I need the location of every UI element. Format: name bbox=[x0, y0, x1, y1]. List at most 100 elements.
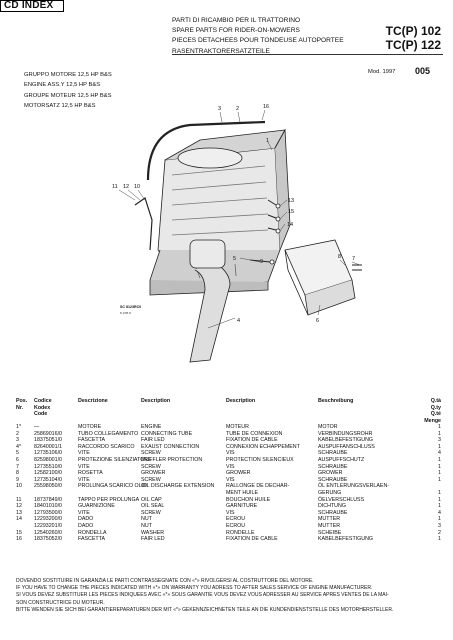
callout-4: 4 bbox=[237, 318, 240, 324]
cell-code: 18401010/0 bbox=[34, 503, 62, 510]
cell-qty: 1 bbox=[438, 430, 441, 437]
model-names: TC(P) 102 TC(P) 122 bbox=[386, 24, 441, 52]
cell-qty: 1 bbox=[438, 456, 441, 463]
cell-pos: 6 bbox=[16, 456, 19, 463]
cell-fr: TUBE DE CONNEXION bbox=[226, 430, 283, 437]
cell-qty: 1 bbox=[438, 489, 441, 496]
cell-de: SCHRAUBE bbox=[318, 450, 348, 457]
cell-it: FASCETTA bbox=[78, 437, 105, 444]
callout-6: 6 bbox=[316, 318, 319, 324]
group-line-en: ENGINE ASS.Y 12,5 HP B&S bbox=[24, 82, 101, 89]
group-line-it: GRUPPO MOTORE 12,5 HP B&S bbox=[24, 72, 112, 78]
group-line-fr: GROUPE MOTEUR 12,5 HP B&S bbox=[24, 92, 112, 99]
cell-fr: VIS bbox=[226, 476, 235, 483]
breather-hose bbox=[146, 120, 266, 181]
footnote-line-fr: SI VOUS DEVEZ SUBSTITUER LES PIECES INDI… bbox=[16, 592, 389, 599]
cell-pos: 12 bbox=[16, 503, 22, 510]
cell-en: SCREW bbox=[141, 476, 161, 483]
cell-code: 12293200/0 bbox=[34, 516, 62, 523]
header-pos: Pos. Nr. bbox=[16, 398, 28, 411]
cell-en: OIL DISCHARGE EXTENSION bbox=[141, 483, 215, 490]
cell-code: 12735510/0 bbox=[34, 463, 62, 470]
callout-16: 16 bbox=[263, 104, 269, 110]
cell-it: RACCORDO SCARICO bbox=[78, 443, 135, 450]
cell-de: KABELBEFESTIGUNG bbox=[318, 437, 374, 444]
cell-it: DADO bbox=[78, 522, 94, 529]
header-qty: Q.tà Q.ty Q.té Menge bbox=[424, 398, 441, 424]
cell-en: NUT bbox=[141, 522, 152, 529]
cell-de: SCHEIBE bbox=[318, 529, 342, 536]
cell-code: 82640001/1 bbox=[34, 443, 62, 450]
cell-fr: ECROU bbox=[226, 522, 246, 529]
cell-fr: ECROU bbox=[226, 516, 246, 523]
cell-it: RONDELLA bbox=[78, 529, 107, 536]
cell-fr: VIS bbox=[226, 509, 235, 516]
cell-fr: GROWER bbox=[226, 470, 251, 477]
cell-it: VITE bbox=[78, 476, 90, 483]
cell-fr: FIXATION DE CABLE bbox=[226, 437, 278, 444]
cell-de: ÖELVERSCHLUSS bbox=[318, 496, 365, 503]
cell-code: 12735106/0 bbox=[34, 450, 62, 457]
header-code: Codice Kodex Code bbox=[34, 398, 52, 418]
cell-en: ENGINE bbox=[141, 424, 162, 430]
cell-fr: RALLONGE DE DECHAR- bbox=[226, 483, 290, 490]
model-name-2: TC(P) 122 bbox=[385, 38, 441, 52]
callout-13: 13 bbox=[288, 198, 294, 204]
cell-it: MOTORE bbox=[78, 424, 102, 430]
title-line-de: RASENTRAKTORERSATZTEILE bbox=[172, 47, 270, 55]
cell-qty: 1 bbox=[438, 470, 441, 477]
cell-qty: 4 bbox=[438, 450, 441, 457]
cell-it: ROSETTA bbox=[78, 470, 103, 477]
cell-en: SCREW bbox=[141, 463, 161, 470]
cell-pos: 3 bbox=[16, 437, 19, 444]
cell-it: TAPPO PER PROLUNGA bbox=[78, 496, 140, 503]
cell-fr: BOUCHON HUILE bbox=[226, 496, 271, 503]
cell-de: AUSPUFFSCHUTZ bbox=[318, 456, 365, 463]
cell-it: VITE bbox=[78, 463, 90, 470]
cell-de: GROWER bbox=[318, 470, 343, 477]
cd-index-button[interactable]: CD INDEX bbox=[0, 0, 64, 12]
title-line-en: SPARE PARTS FOR RIDER-ON-MOWERS bbox=[172, 27, 300, 35]
cell-code: 12540260/0 bbox=[34, 529, 62, 536]
callout-15: 15 bbox=[288, 209, 294, 215]
cell-pos: 14 bbox=[16, 516, 22, 523]
cell-de: VERBINDUNGSROHR bbox=[318, 430, 373, 437]
cell-qty: 1 bbox=[438, 424, 441, 430]
header-descr-de: Beschreibung bbox=[318, 398, 354, 404]
footnote-line-en: IF YOU HAVE TO CHANGE THE PIECES INDICAT… bbox=[16, 585, 373, 592]
cell-de: ÖL ENTLERUNGSVERLAEN- bbox=[318, 483, 390, 490]
cell-code: 18375052/0 bbox=[34, 536, 62, 543]
callout-12: 12 bbox=[123, 184, 129, 190]
cell-it: TUBO COLLEGAMENTO bbox=[78, 430, 139, 437]
cell-qty: 4 bbox=[438, 509, 441, 516]
cell-pos: 7 bbox=[16, 463, 19, 470]
drawing-stamp-sub: 8 1/95 8 bbox=[120, 311, 131, 315]
cell-code: 18737849/0 bbox=[34, 496, 62, 503]
cell-code: 12582100/0 bbox=[34, 470, 62, 477]
exploded-engine-diagram: 3 2 16 1 11 12 10 13 15 14 5 9 8 7 4 6 S… bbox=[112, 104, 362, 363]
cell-code: 12735104/0 bbox=[34, 476, 62, 483]
cell-pos: 16 bbox=[16, 536, 22, 543]
callout-3: 3 bbox=[218, 106, 221, 112]
cell-de: SCHRAUBE bbox=[318, 509, 348, 516]
callout-7: 7 bbox=[352, 256, 355, 262]
cell-fr: MENT HUILE bbox=[226, 489, 258, 496]
parts-table: Pos. Nr. Codice Kodex Code Descrizione D… bbox=[16, 398, 441, 543]
cell-qty: 1 bbox=[438, 503, 441, 510]
cell-en: FAIR LED bbox=[141, 536, 165, 543]
footnote-line-it: DOVENDO SOSTITUIRE IN GARANZIA LE PARTI … bbox=[16, 578, 314, 584]
cell-de: AUSPUFFANSCHLUSS bbox=[318, 443, 375, 450]
cell-qty: 2 bbox=[438, 529, 441, 536]
cell-it: DADO bbox=[78, 516, 94, 523]
cell-qty: 3 bbox=[438, 437, 441, 444]
header-descr-fr: Description bbox=[226, 398, 256, 404]
